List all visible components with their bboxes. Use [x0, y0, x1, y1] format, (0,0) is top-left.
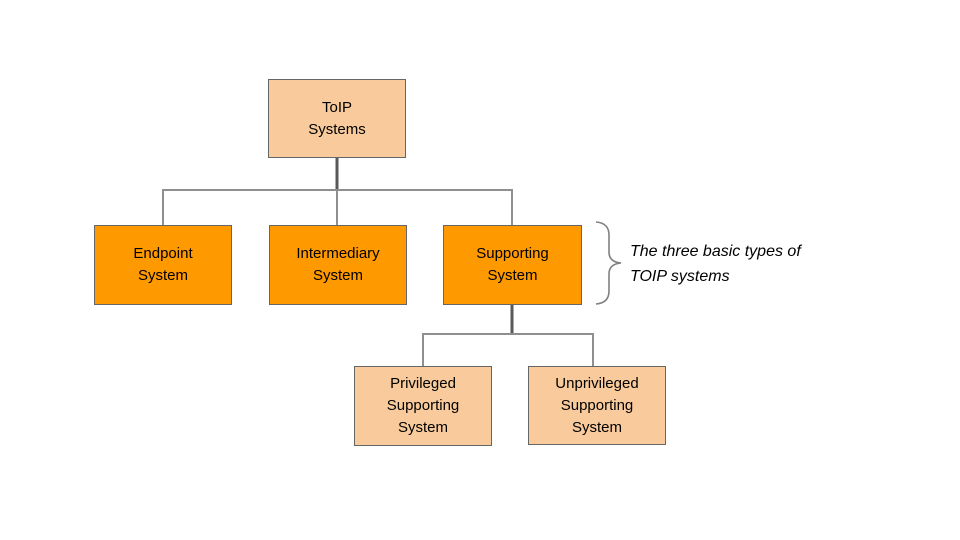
connector-bus-level2: [422, 333, 594, 367]
node-label-line: Unprivileged: [555, 374, 639, 392]
node-supporting-system: Supporting System: [443, 225, 582, 305]
node-label-line: Systems: [308, 120, 366, 138]
node-label-line: Supporting: [560, 396, 634, 414]
node-label-line: ToIP: [321, 98, 352, 116]
node-label-line: System: [397, 419, 448, 436]
node-label-line: Endpoint: [133, 245, 193, 262]
node-label-line: System: [137, 267, 188, 284]
node-label-line: Intermediary: [296, 245, 380, 262]
node-label-line: System: [487, 267, 538, 284]
node-label-line: Privileged: [390, 375, 456, 392]
annotation-basic-types: The three basic types of TOIP systems: [630, 239, 801, 289]
right-curly-brace-icon: [595, 221, 622, 305]
annotation-line: The three basic types of: [630, 243, 801, 260]
annotation-line: TOIP systems: [630, 268, 730, 285]
node-label-line: Supporting: [386, 397, 460, 414]
node-endpoint-system: Endpoint System: [94, 225, 232, 305]
node-label-line: System: [571, 418, 622, 436]
node-privileged-supporting-system: Privileged Supporting System: [354, 366, 492, 446]
node-label-line: System: [312, 267, 363, 284]
node-unprivileged-supporting-system: Unprivileged Supporting System: [528, 366, 666, 445]
node-intermediary-system: Intermediary System: [269, 225, 407, 305]
node-label-line: Supporting: [476, 245, 549, 262]
node-toip-systems: ToIP Systems: [268, 79, 406, 158]
